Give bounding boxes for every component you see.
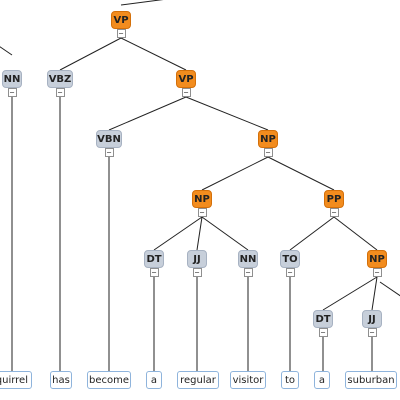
collapse-toggle-icon[interactable]: − — [104, 148, 114, 157]
collapse-toggle-icon[interactable]: − — [197, 208, 207, 217]
word-leaf: to — [281, 371, 299, 389]
tree-node-np[interactable]: NP — [367, 250, 387, 268]
collapse-toggle-icon[interactable]: − — [285, 268, 295, 277]
collapse-toggle-icon[interactable]: − — [318, 328, 328, 337]
tree-edge-np2-dt1 — [153, 216, 203, 251]
tree-node-vbz[interactable]: VBZ — [47, 70, 73, 88]
tree-edge-np2-jj1 — [196, 216, 203, 251]
tree-edge-np3-jj2 — [371, 276, 378, 311]
tree-edge-np1-pp — [267, 156, 335, 191]
collapse-toggle-icon[interactable]: − — [263, 148, 273, 157]
word-leaf: a — [146, 371, 162, 389]
word-leaf: suburban — [345, 371, 397, 389]
collapse-toggle-icon[interactable]: − — [192, 268, 202, 277]
tree-edge-nn-parent — [0, 46, 13, 56]
tree-edge-vp1-vbz — [59, 37, 122, 71]
tree-edge-np2-nn2 — [201, 216, 249, 251]
tree-node-jj[interactable]: JJ — [362, 310, 382, 328]
tree-node-np[interactable]: NP — [192, 190, 212, 208]
word-leaf: quirrel — [0, 371, 32, 389]
tree-node-nn[interactable]: NN — [2, 70, 22, 88]
tree-edge-np3-next-child — [379, 281, 400, 297]
word-leaf: become — [87, 371, 131, 389]
tree-node-vp[interactable]: VP — [176, 70, 196, 88]
word-leaf: has — [50, 371, 72, 389]
tree-edge-vp1-vp2 — [120, 37, 187, 71]
collapse-toggle-icon[interactable]: − — [149, 268, 159, 277]
tree-node-to[interactable]: TO — [280, 250, 300, 268]
tree-edge-pp-to — [289, 216, 335, 251]
tree-edge-root-parent — [120, 0, 164, 6]
tree-node-pp[interactable]: PP — [324, 190, 344, 208]
collapse-toggle-icon[interactable]: − — [7, 88, 17, 97]
word-leaf: a — [314, 371, 330, 389]
collapse-toggle-icon[interactable]: − — [243, 268, 253, 277]
tree-node-dt[interactable]: DT — [313, 310, 333, 328]
tree-edge-np1-np2 — [201, 156, 269, 191]
collapse-toggle-icon[interactable]: − — [55, 88, 65, 97]
tree-edge-vp2-vbn — [108, 96, 187, 131]
tree-edge-np3-dt2 — [322, 276, 378, 311]
collapse-toggle-icon[interactable]: − — [116, 29, 126, 38]
collapse-toggle-icon[interactable]: − — [367, 328, 377, 337]
tree-edge-vp2-np1 — [185, 96, 269, 131]
tree-node-nn[interactable]: NN — [238, 250, 258, 268]
word-leaf: visitor — [230, 371, 266, 389]
collapse-toggle-icon[interactable]: − — [372, 268, 382, 277]
tree-node-vbn[interactable]: VBN — [96, 130, 122, 148]
tree-edge-pp-np3 — [333, 216, 378, 251]
collapse-toggle-icon[interactable]: − — [329, 208, 339, 217]
tree-node-dt[interactable]: DT — [144, 250, 164, 268]
collapse-toggle-icon[interactable]: − — [181, 88, 191, 97]
tree-node-vp[interactable]: VP — [111, 11, 131, 29]
tree-node-np[interactable]: NP — [258, 130, 278, 148]
tree-node-jj[interactable]: JJ — [187, 250, 207, 268]
word-leaf: regular — [177, 371, 219, 389]
